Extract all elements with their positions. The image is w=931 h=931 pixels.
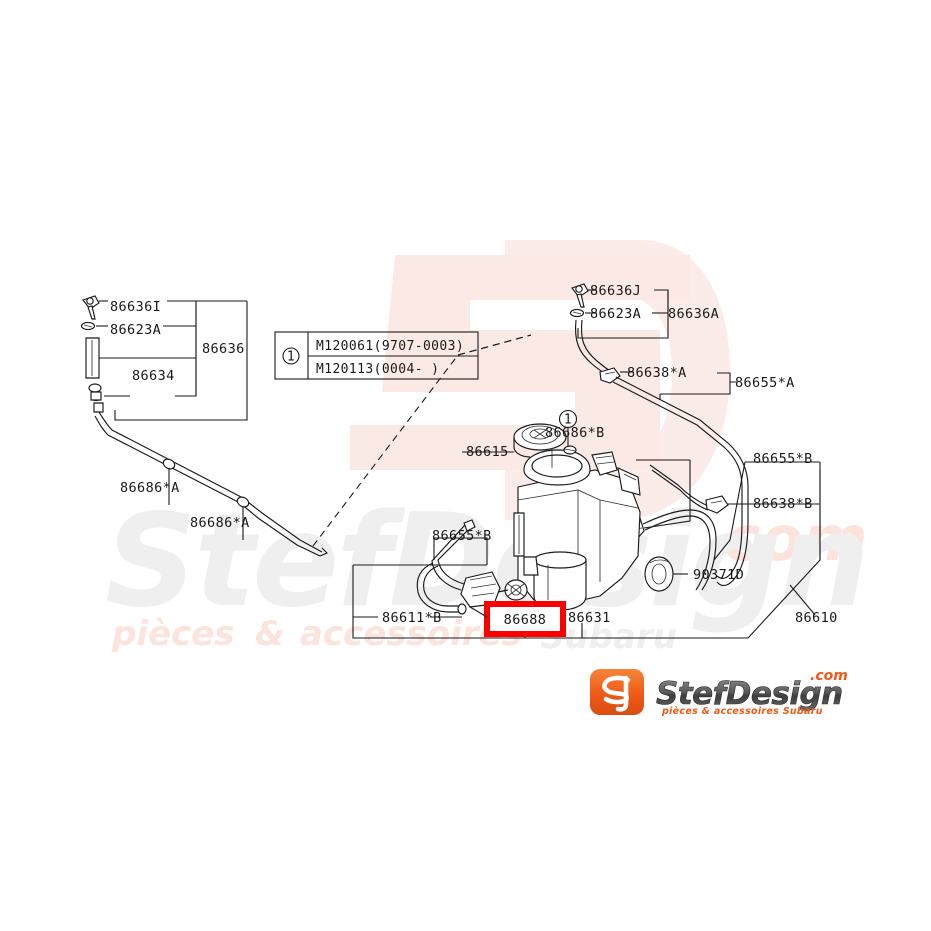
label-86623A-left: 86623A [110,322,161,338]
label-86686B: 86686*B [545,425,605,441]
label-86655A: 86655*A [735,375,795,391]
highlighted-part-86688[interactable]: 86688 [484,601,566,637]
label-86634: 86634 [132,368,175,384]
label-86623A-right: 86623A [590,306,641,322]
note-row-1: M120061(9707-0003) [316,339,464,354]
watermark-com: .com [700,502,868,575]
note-callout-tank: 1 [558,409,578,455]
label-86636I: 86636I [110,299,161,315]
label-86636: 86636 [202,341,245,357]
highlight-leaders [469,606,488,618]
label-86636J: 86636J [590,283,641,299]
watermark-monogram-sd [350,240,730,520]
right-nozzle-assembly [569,283,749,520]
label-86615: 86615 [466,444,509,460]
left-hose-connectors [162,458,250,508]
label-86611B: 86611*B [382,610,442,626]
label-leaders [353,289,821,638]
label-86688: 86688 [504,612,547,628]
watermark-tagline-amp: & [255,614,285,654]
label-86655B-left: 86655*B [432,528,492,544]
right-hose-86655b [649,464,749,587]
logo-badge [590,669,644,715]
logo-tagline: pièces & accessoires Subaru [661,706,823,717]
left-label-leaders [96,300,248,540]
label-86636A: 86636A [668,306,719,322]
watermark-tagline-left: pièces [111,614,235,654]
note-row-2: M120113(0004- ) [316,362,439,377]
washer-tank [513,423,641,611]
logo-domain: .com [810,668,848,684]
label-86638B: 86638*B [753,496,813,512]
label-86686A-2: 86686*A [190,515,250,531]
left-nozzle-assembly [80,295,329,557]
note-box: 1 M120061(9707-0003) M120113(0004- ) [274,331,479,380]
label-86610: 86610 [795,610,838,626]
washer-pump-assembly [416,519,528,615]
part-number-labels: 86636I 86623A 86636 86634 86686*A 86686*… [110,283,838,626]
grommet-90371d [644,556,674,592]
label-86638A: 86638*A [627,365,687,381]
label-86686A-1: 86686*A [120,480,180,496]
note-marker: 1 [287,350,295,365]
stefdesign-logo[interactable]: StefDesign .com pièces & accessoires Sub… [588,664,856,720]
logo-svg: StefDesign .com pièces & accessoires Sub… [590,668,848,717]
note-callout-marker: 1 [564,413,572,428]
label-86655B-right: 86655*B [753,451,813,467]
label-90371D: 90371D [693,567,744,583]
logo-brand-name: StefDesign [656,676,843,712]
label-86631: 86631 [568,610,611,626]
